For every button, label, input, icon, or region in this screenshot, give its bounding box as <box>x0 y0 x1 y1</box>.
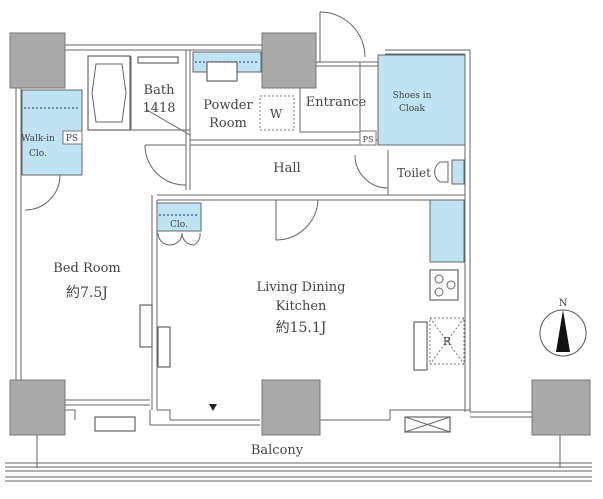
ps-left-box <box>62 130 83 145</box>
hall-label: Hall <box>273 161 300 176</box>
powder-room-label: Powder <box>203 98 253 113</box>
ldk-size-label: 約15.1J <box>276 320 327 336</box>
shoes-cloak-area <box>377 54 466 146</box>
ldk-label-2: Kitchen <box>276 299 327 314</box>
bath-size-label: 1418 <box>142 101 175 116</box>
structural-column <box>261 379 321 436</box>
ldk-door <box>275 199 319 241</box>
ldk-label: Living Dining <box>257 280 346 295</box>
entry-marker-icon <box>209 404 217 411</box>
walk-in-closet-label: Walk-in <box>21 134 55 144</box>
bedroom-door <box>144 144 187 186</box>
toilet-bowl <box>434 161 449 183</box>
structural-column <box>531 379 591 436</box>
washer-space <box>259 95 295 131</box>
toilet-tank <box>451 159 465 185</box>
balcony-label: Balcony <box>251 443 304 458</box>
closet-folding-door <box>157 232 201 246</box>
closet-label: Clo. <box>170 220 188 230</box>
compass-north-label: N <box>559 298 568 309</box>
bath-label: Bath <box>144 83 176 98</box>
north-compass-icon <box>539 309 587 357</box>
bath-faucet <box>137 56 179 64</box>
closet-area <box>156 202 202 232</box>
shoes-cloak-label: Shoes in <box>393 91 432 101</box>
ps-right-box <box>359 130 377 146</box>
walls <box>15 44 532 426</box>
window-panel <box>413 321 428 371</box>
wall-panel <box>157 326 171 368</box>
structural-column <box>9 379 66 436</box>
washer-label: W <box>270 107 283 121</box>
outdoor-unit <box>94 416 136 432</box>
wash-basin <box>206 61 238 82</box>
toilet-label: Toilet <box>397 166 431 180</box>
balcony-railing <box>5 435 592 482</box>
structural-column <box>9 32 66 89</box>
kitchen-sink-area <box>429 199 465 263</box>
bathtub <box>87 55 131 131</box>
entrance-label: Entrance <box>306 95 367 110</box>
shoes-cloak-label-2: Cloak <box>399 104 426 114</box>
ps-right-label: PS <box>363 135 374 144</box>
bedroom-label: Bed Room <box>53 261 120 276</box>
bedroom-size-label: 約7.5J <box>66 285 108 301</box>
wall-panel <box>139 304 153 348</box>
structural-column <box>261 32 317 89</box>
ps-left-label: PS <box>66 134 78 144</box>
toilet-door <box>354 154 389 189</box>
stove <box>429 269 459 301</box>
walk-in-closet-label-2: Clo. <box>29 149 47 159</box>
entrance-door <box>319 11 366 62</box>
powder-room-label-2: Room <box>209 116 247 131</box>
refrigerator-label: R <box>443 335 452 348</box>
closet-door <box>24 174 61 211</box>
